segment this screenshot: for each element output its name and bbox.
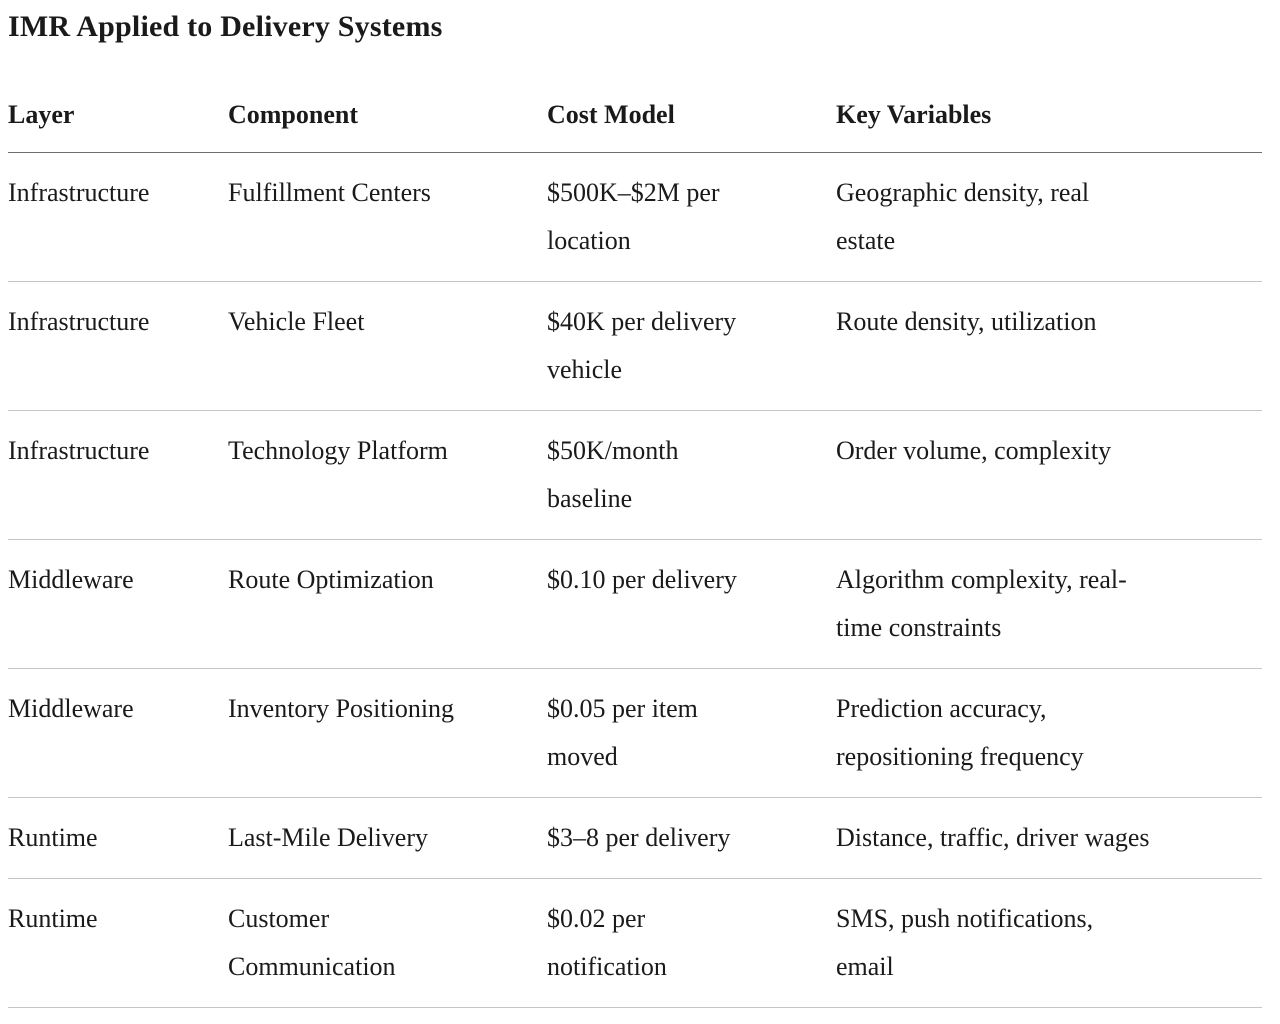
cell-key-variables: Geographic density, real estate: [836, 178, 1090, 255]
cell-key-variables: Distance, traffic, driver wages: [836, 823, 1150, 852]
cell-layer: Runtime: [8, 823, 98, 852]
cell-cost-model: $40K per delivery vehicle: [547, 307, 737, 384]
cell-key-variables: Route density, utilization: [836, 307, 1097, 336]
cost-model-table: Layer Component Cost Model Key Variables…: [8, 98, 1262, 1008]
cell-component: Inventory Positioning: [228, 694, 455, 723]
table-row: Infrastructure Fulfillment Centers $500K…: [8, 153, 1262, 282]
cell-component: Last-Mile Delivery: [228, 823, 428, 852]
table-row: Runtime Last-Mile Delivery $3–8 per deli…: [8, 798, 1262, 879]
cell-cost-model: $0.10 per delivery: [547, 565, 737, 594]
cell-cost-model: $500K–$2M per location: [547, 178, 720, 255]
cell-layer: Infrastructure: [8, 436, 150, 465]
article-page: IMR Applied to Delivery Systems Layer Co…: [0, 6, 1280, 1008]
table-row: Infrastructure Vehicle Fleet $40K per de…: [8, 282, 1262, 411]
cell-component: Customer Communication: [228, 904, 396, 981]
cell-layer: Middleware: [8, 694, 134, 723]
cell-component: Fulfillment Centers: [228, 178, 431, 207]
cell-key-variables: Algorithm complexity, real- time constra…: [836, 565, 1127, 642]
cell-cost-model: $50K/month baseline: [547, 436, 679, 513]
cell-cost-model: $0.05 per item moved: [547, 694, 698, 771]
cell-component: Vehicle Fleet: [228, 307, 365, 336]
cell-layer: Infrastructure: [8, 178, 150, 207]
table-row: Runtime Customer Communication $0.02 per…: [8, 879, 1262, 1008]
cell-layer: Infrastructure: [8, 307, 150, 336]
cell-layer: Middleware: [8, 565, 134, 594]
cell-key-variables: Prediction accuracy, repositioning frequ…: [836, 694, 1084, 771]
cell-layer: Runtime: [8, 904, 98, 933]
cell-key-variables: SMS, push notifications, email: [836, 904, 1094, 981]
table-header-row: Layer Component Cost Model Key Variables: [8, 98, 1262, 153]
table-row: Infrastructure Technology Platform $50K/…: [8, 411, 1262, 540]
column-header-layer: Layer: [8, 100, 75, 129]
table-row: Middleware Route Optimization $0.10 per …: [8, 540, 1262, 669]
table-row: Middleware Inventory Positioning $0.05 p…: [8, 669, 1262, 798]
cell-cost-model: $3–8 per delivery: [547, 823, 731, 852]
cell-component: Technology Platform: [228, 436, 448, 465]
page-title: IMR Applied to Delivery Systems: [8, 10, 443, 43]
cell-cost-model: $0.02 per notification: [547, 904, 667, 981]
column-header-component: Component: [228, 100, 359, 129]
column-header-key-variables: Key Variables: [836, 100, 992, 129]
cell-key-variables: Order volume, complexity: [836, 436, 1112, 465]
cell-component: Route Optimization: [228, 565, 434, 594]
column-header-cost-model: Cost Model: [547, 100, 675, 129]
